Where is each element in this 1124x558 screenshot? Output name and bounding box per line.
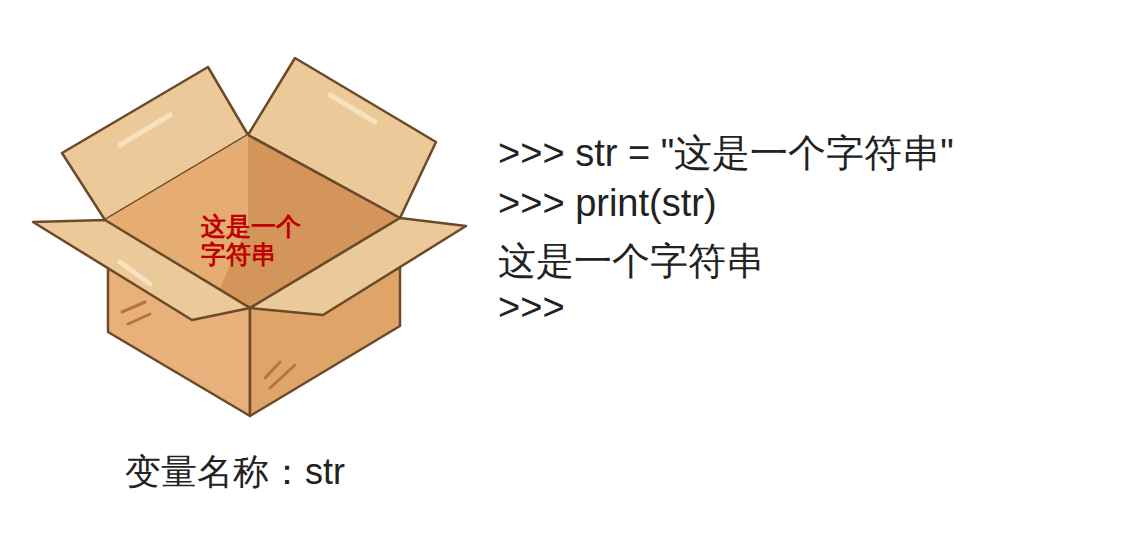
box-node: 这是一个 字符串变量名称：str	[30, 56, 470, 418]
box-content: 这是一个 字符串	[201, 212, 309, 268]
console-line: >>> str = "这是一个字符串"	[498, 128, 954, 179]
console-line: 这是一个字符串	[498, 236, 764, 287]
console-line: >>>	[498, 286, 565, 329]
console-line: >>> print(str)	[498, 182, 717, 225]
variable-name: 变量名称：str	[125, 448, 345, 497]
